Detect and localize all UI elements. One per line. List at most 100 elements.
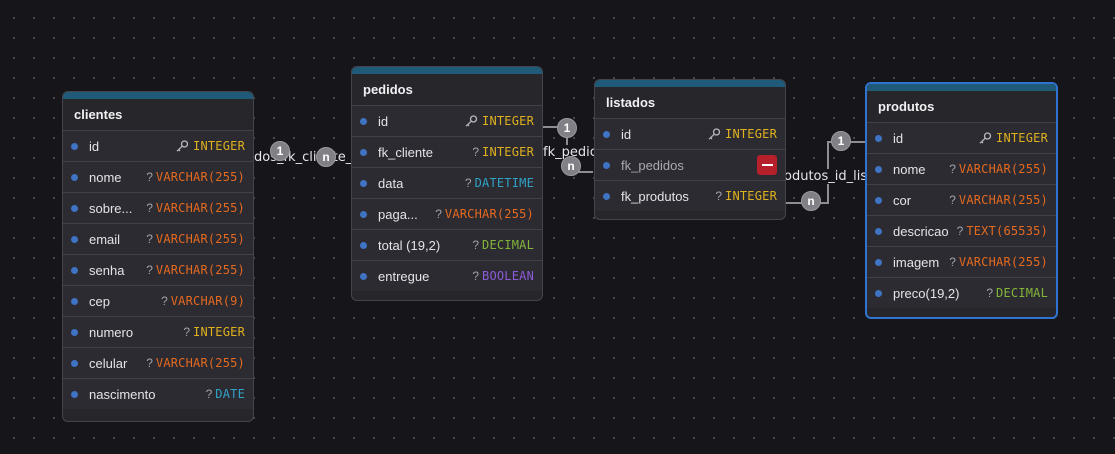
column-name[interactable]: numero [89, 324, 134, 340]
column-name[interactable]: preco(19,2) [893, 285, 960, 301]
column-type[interactable]: INTEGER [482, 114, 534, 128]
column-row-clientes-2[interactable]: sobre...?VARCHAR(255) [63, 192, 253, 223]
column-type[interactable]: INTEGER [996, 131, 1048, 145]
connection-handle-dot[interactable] [71, 390, 78, 398]
connection-handle-dot[interactable] [603, 130, 610, 138]
column-name[interactable]: fk_cliente [378, 144, 433, 160]
column-name[interactable]: total (19,2) [378, 237, 441, 253]
column-row-clientes-5[interactable]: cep?VARCHAR(9) [63, 285, 253, 316]
column-type[interactable]: DATETIME [474, 176, 534, 190]
column-name[interactable]: senha [89, 262, 125, 278]
column-row-clientes-7[interactable]: celular?VARCHAR(255) [63, 347, 253, 378]
column-name[interactable]: paga... [378, 206, 418, 222]
column-row-clientes-3[interactable]: email?VARCHAR(255) [63, 223, 253, 254]
column-type[interactable]: DECIMAL [482, 238, 534, 252]
column-name[interactable]: id [893, 130, 904, 146]
column-row-clientes-4[interactable]: senha?VARCHAR(255) [63, 254, 253, 285]
connection-handle-dot[interactable] [603, 192, 610, 200]
column-type[interactable]: VARCHAR(255) [155, 201, 245, 215]
connection-handle-dot[interactable] [875, 289, 882, 297]
remove-column-button[interactable] [757, 155, 777, 175]
column-row-listados-0[interactable]: id INTEGER [595, 118, 785, 149]
column-row-pedidos-1[interactable]: fk_cliente?INTEGER [352, 136, 542, 167]
column-type[interactable]: VARCHAR(255) [958, 193, 1048, 207]
connection-handle-dot[interactable] [71, 328, 78, 336]
table-title[interactable]: produtos [867, 84, 1056, 122]
column-type[interactable]: INTEGER [725, 189, 777, 203]
connection-handle-dot[interactable] [875, 196, 882, 204]
connection-handle-dot[interactable] [875, 134, 882, 142]
column-name[interactable]: nascimento [89, 386, 156, 402]
column-row-produtos-0[interactable]: id INTEGER [867, 122, 1056, 153]
connection-handle-dot[interactable] [360, 272, 367, 280]
connection-handle-dot[interactable] [360, 241, 367, 249]
column-type[interactable]: VARCHAR(255) [155, 232, 245, 246]
column-row-pedidos-4[interactable]: total (19,2)?DECIMAL [352, 229, 542, 260]
connection-handle-dot[interactable] [71, 235, 78, 243]
column-type[interactable]: INTEGER [193, 325, 245, 339]
column-type[interactable]: DECIMAL [996, 286, 1048, 300]
connection-handle-dot[interactable] [875, 258, 882, 266]
column-type[interactable]: VARCHAR(255) [155, 263, 245, 277]
column-row-produtos-4[interactable]: imagem?VARCHAR(255) [867, 246, 1056, 277]
column-name[interactable]: descricao [893, 223, 949, 239]
column-row-pedidos-0[interactable]: id INTEGER [352, 105, 542, 136]
column-type[interactable]: VARCHAR(255) [444, 207, 534, 221]
column-name[interactable]: data [378, 175, 404, 191]
column-type[interactable]: VARCHAR(255) [958, 255, 1048, 269]
column-row-pedidos-3[interactable]: paga...?VARCHAR(255) [352, 198, 542, 229]
column-row-produtos-1[interactable]: nome?VARCHAR(255) [867, 153, 1056, 184]
column-row-pedidos-5[interactable]: entregue?BOOLEAN [352, 260, 542, 291]
column-type[interactable]: INTEGER [193, 139, 245, 153]
column-type[interactable]: INTEGER [725, 127, 777, 141]
column-type[interactable]: VARCHAR(255) [958, 162, 1048, 176]
column-type[interactable]: TEXT(65535) [966, 224, 1048, 238]
connection-handle-dot[interactable] [71, 266, 78, 274]
connection-handle-dot[interactable] [71, 204, 78, 212]
column-row-clientes-1[interactable]: nome?VARCHAR(255) [63, 161, 253, 192]
column-name[interactable]: celular [89, 355, 128, 371]
column-type[interactable]: VARCHAR(9) [170, 294, 245, 308]
connection-handle-dot[interactable] [360, 179, 367, 187]
connection-handle-dot[interactable] [71, 359, 78, 367]
table-title[interactable]: pedidos [352, 67, 542, 105]
column-name[interactable]: fk_produtos [621, 188, 689, 204]
column-name[interactable]: nome [89, 169, 122, 185]
connection-handle-dot[interactable] [71, 173, 78, 181]
connection-handle-dot[interactable] [875, 165, 882, 173]
connection-handle-dot[interactable] [360, 148, 367, 156]
column-name[interactable]: sobre... [89, 200, 133, 216]
column-name[interactable]: id [378, 113, 389, 129]
column-name[interactable]: cor [893, 192, 912, 208]
column-row-produtos-3[interactable]: descricao?TEXT(65535) [867, 215, 1056, 246]
column-row-clientes-6[interactable]: numero?INTEGER [63, 316, 253, 347]
column-type[interactable]: INTEGER [482, 145, 534, 159]
connection-handle-dot[interactable] [71, 142, 78, 150]
column-row-produtos-5[interactable]: preco(19,2)?DECIMAL [867, 277, 1056, 308]
column-name[interactable]: entregue [378, 268, 430, 284]
column-name[interactable]: cep [89, 293, 110, 309]
column-row-listados-1[interactable]: fk_pedidos [595, 149, 785, 180]
connection-handle-dot[interactable] [875, 227, 882, 235]
connection-handle-dot[interactable] [603, 161, 610, 169]
column-name[interactable]: id [621, 126, 632, 142]
column-row-listados-2[interactable]: fk_produtos?INTEGER [595, 180, 785, 211]
column-row-clientes-8[interactable]: nascimento?DATE [63, 378, 253, 409]
connection-handle-dot[interactable] [360, 210, 367, 218]
column-row-produtos-2[interactable]: cor?VARCHAR(255) [867, 184, 1056, 215]
column-type[interactable]: VARCHAR(255) [155, 170, 245, 184]
column-name[interactable]: fk_pedidos [621, 157, 684, 173]
column-type[interactable]: BOOLEAN [482, 269, 534, 283]
connection-handle-dot[interactable] [360, 117, 367, 125]
column-type[interactable]: DATE [215, 387, 245, 401]
column-name[interactable]: imagem [893, 254, 940, 270]
connection-handle-dot[interactable] [71, 297, 78, 305]
table-produtos[interactable]: produtos id INTEGER nome?VARCHAR(255)cor?V… [865, 82, 1058, 319]
column-name[interactable]: nome [893, 161, 926, 177]
column-name[interactable]: email [89, 231, 121, 247]
column-row-pedidos-2[interactable]: data?DATETIME [352, 167, 542, 198]
column-type[interactable]: VARCHAR(255) [155, 356, 245, 370]
